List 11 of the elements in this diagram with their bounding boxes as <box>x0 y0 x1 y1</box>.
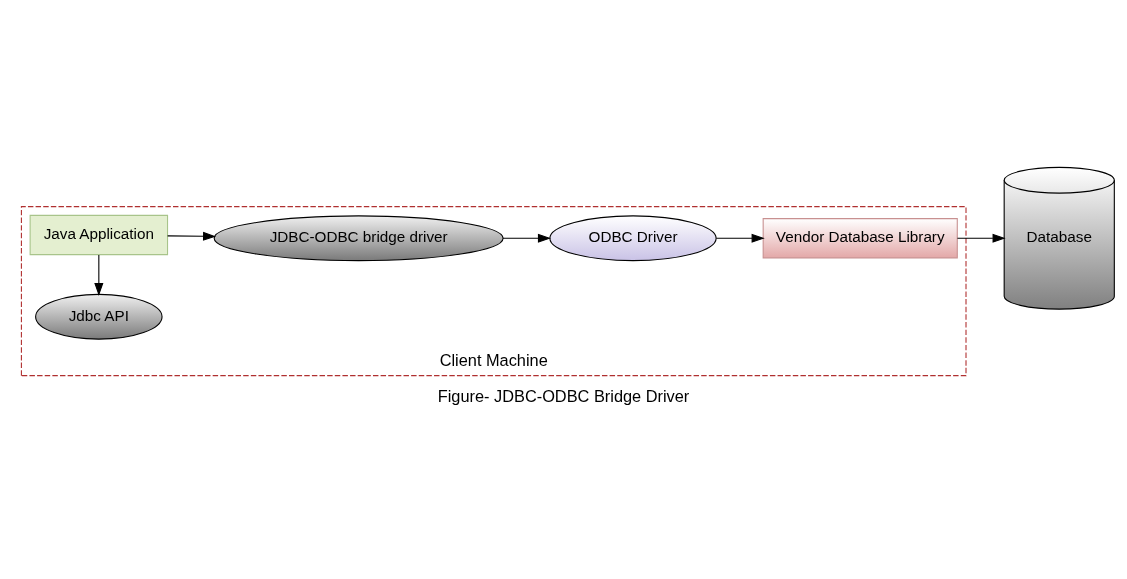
arrow <box>956 233 1006 243</box>
node-box: Vendor Database Library <box>762 218 958 259</box>
arrow <box>94 254 104 297</box>
node-ellipse: JDBC-ODBC bridge driver <box>213 215 504 262</box>
arrow <box>502 233 551 243</box>
caption: Figure- JDBC-ODBC Bridge Driver <box>437 386 690 405</box>
arrow <box>167 231 217 241</box>
node-box: Java Application <box>29 214 169 256</box>
node-ellipse: Jdbc API <box>35 293 163 340</box>
node-ellipse: ODBC Driver <box>549 215 717 262</box>
arrow <box>715 233 765 243</box>
